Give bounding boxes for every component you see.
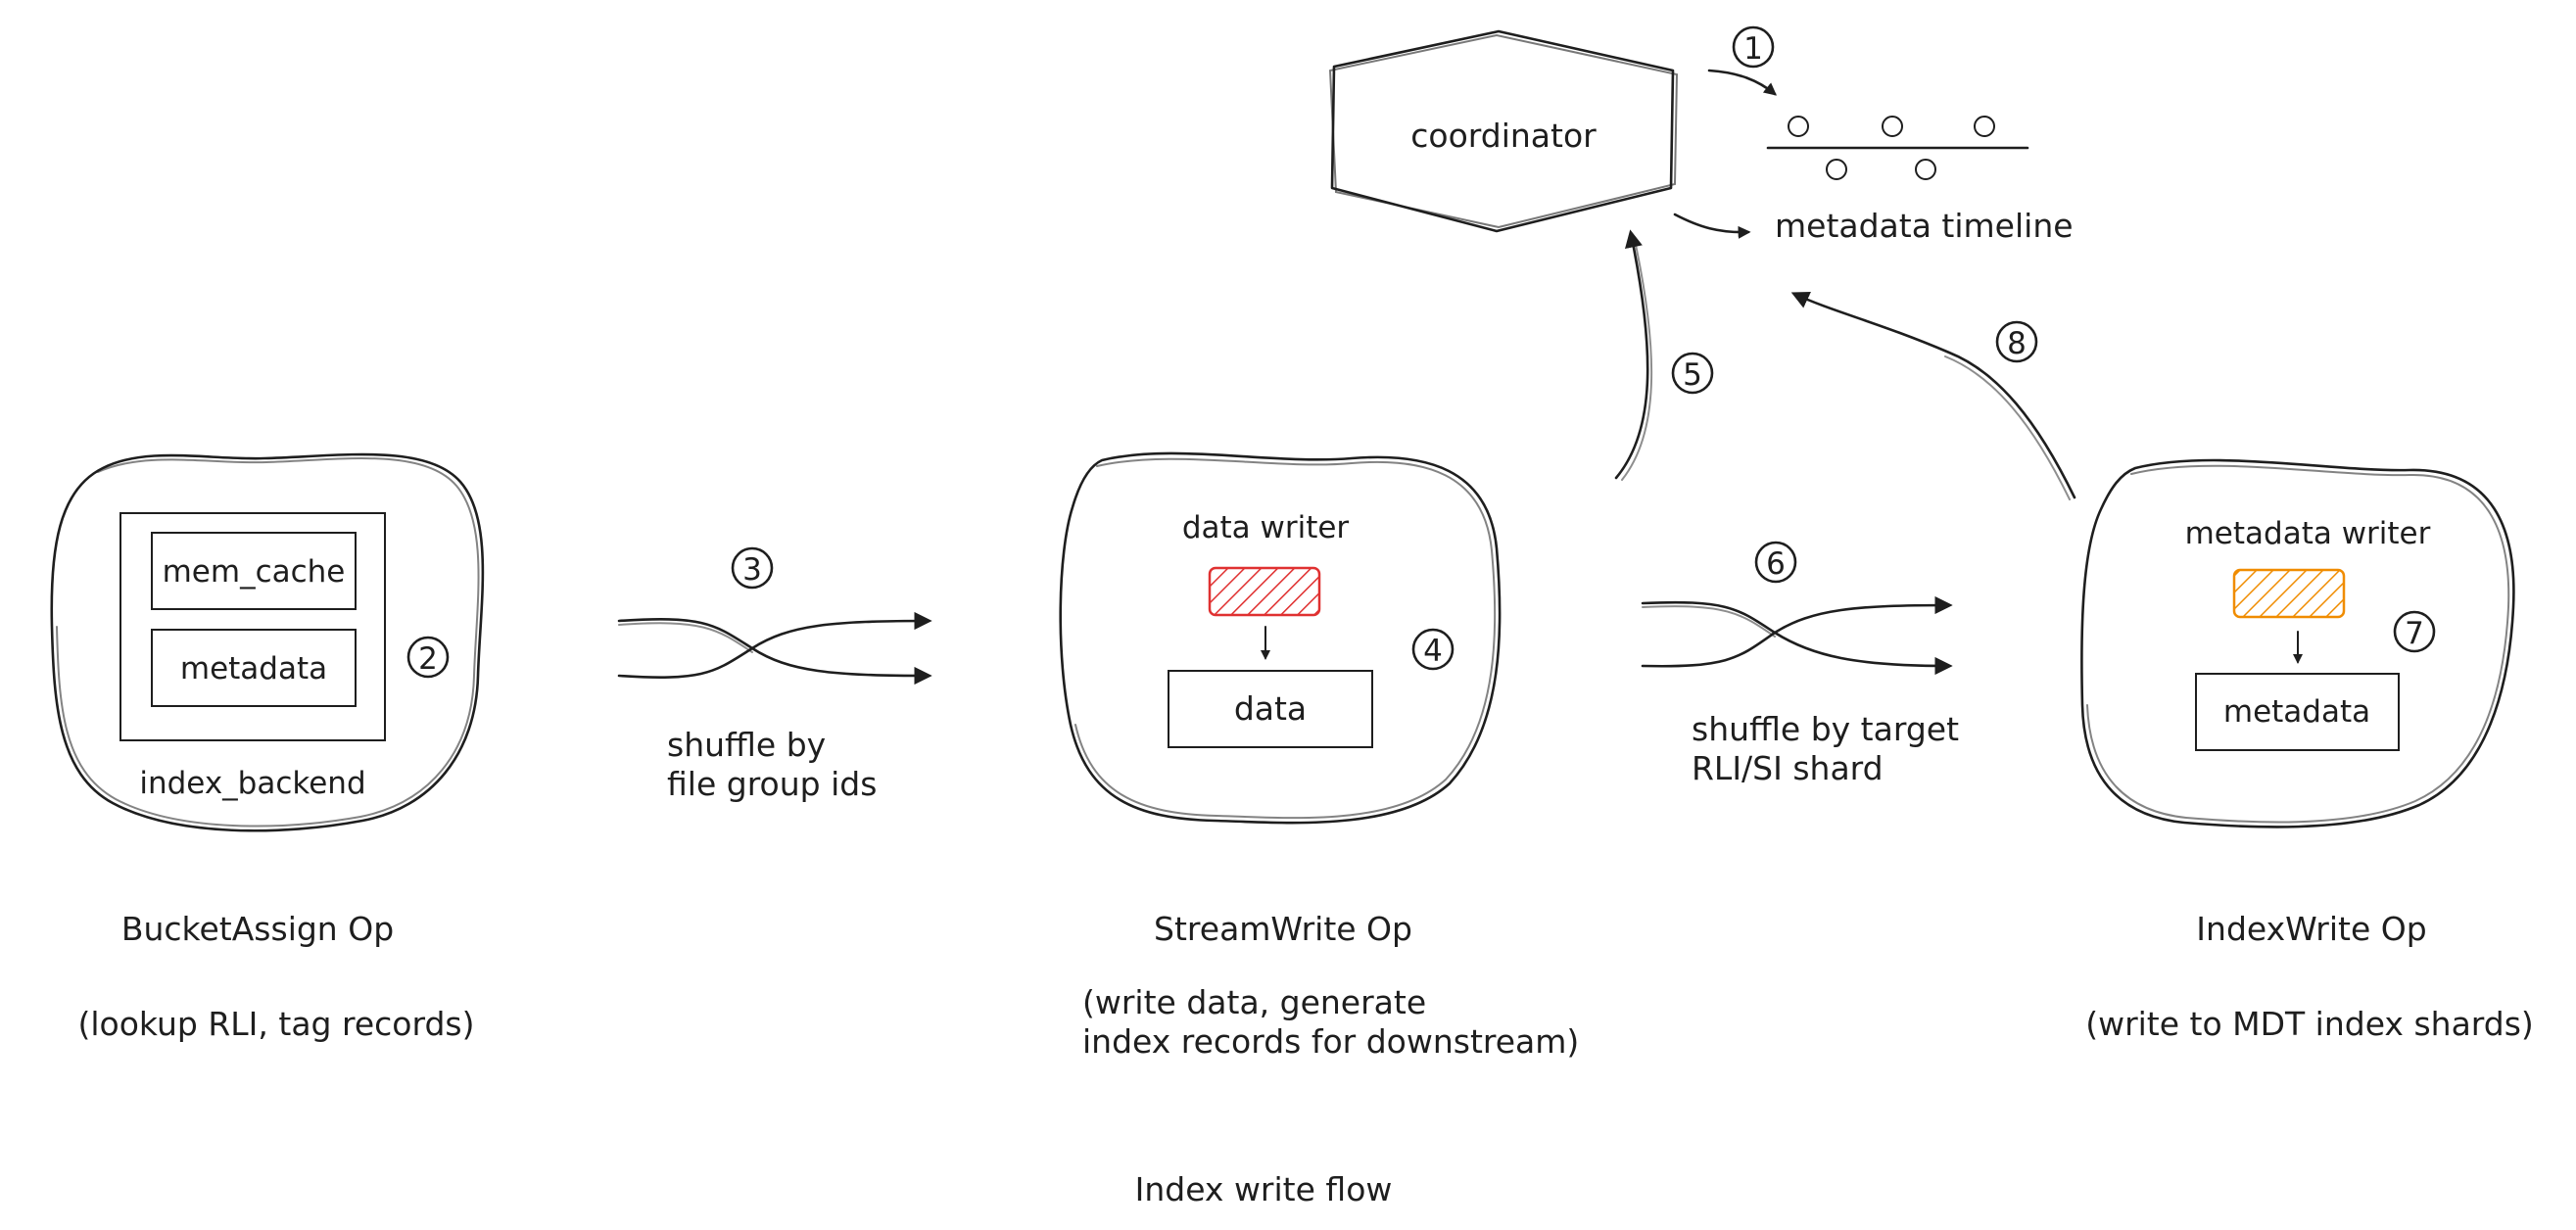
shuffle-by-shard: 6 shuffle by target RLI/SI shard <box>1641 541 1959 787</box>
timeline-dot-3 <box>1974 116 1995 137</box>
index-write-blob <box>2080 458 2515 828</box>
step-1-number: 1 <box>1743 31 1763 67</box>
metadata-timeline: metadata timeline <box>1673 116 2074 245</box>
step-3-marker <box>731 546 774 590</box>
timeline-label: metadata timeline <box>1775 207 2074 245</box>
index-write-title: IndexWrite Op <box>2196 910 2426 948</box>
data-label: data <box>1234 689 1307 728</box>
metadata-writer-label: metadata writer <box>2185 516 2431 551</box>
mdt-metadata-label: metadata <box>2223 694 2370 730</box>
step-6-number: 6 <box>1766 546 1786 582</box>
data-writer-box <box>1208 566 1321 617</box>
bucket-assign-title: BucketAssign Op <box>121 910 394 948</box>
arrow-to-timeline <box>1707 69 1778 96</box>
shuffle-b-line-1: shuffle by target <box>1692 710 1959 748</box>
metadata-box <box>151 629 357 707</box>
step-8-commit-arrow: 8 <box>1790 292 2076 500</box>
step-6-marker <box>1754 541 1797 584</box>
mem-cache-label: mem_cache <box>163 554 346 590</box>
shuffle-a-line-1: shuffle by <box>667 726 826 764</box>
shuffle-a-line-2: file group ids <box>667 765 877 803</box>
mem-cache-box <box>151 532 357 610</box>
bucket-assign-operator: mem_cache metadata index_backend 2 <box>50 452 485 832</box>
step-4-marker <box>1411 628 1455 671</box>
metadata-label: metadata <box>180 651 327 686</box>
step-5-number: 5 <box>1683 357 1702 393</box>
step-2-marker <box>406 636 450 679</box>
metadata-writer-box <box>2232 568 2346 619</box>
data-writer-label: data writer <box>1182 510 1350 545</box>
coordinator-label: coordinator <box>1410 117 1597 155</box>
step-5-commit-arrow: 5 <box>1614 229 1714 481</box>
stream-write-title: StreamWrite Op <box>1154 910 1412 948</box>
step-8-number: 8 <box>2007 326 2027 361</box>
step-7-number: 7 <box>2405 616 2424 651</box>
step-7-marker <box>2393 610 2436 653</box>
step-5-marker <box>1671 352 1714 395</box>
stream-write-description-1: (write data, generate <box>1082 983 1426 1021</box>
index-backend-label: index_backend <box>139 766 365 801</box>
step-4-number: 4 <box>1423 634 1443 669</box>
bucket-assign-blob <box>50 452 485 832</box>
stream-write-operator: data writer data 4 <box>1059 451 1502 825</box>
coordinator-hexagon <box>1330 29 1675 233</box>
bucket-assign-description: (lookup RLI, tag records) <box>78 1005 475 1043</box>
step-3-number: 3 <box>742 552 762 588</box>
timeline-dot-2 <box>1882 116 1903 137</box>
timeline-dot-4 <box>1826 159 1847 180</box>
mdt-metadata-box <box>2195 673 2400 751</box>
step-8-marker <box>1995 320 2038 363</box>
timeline-dot-1 <box>1788 116 1809 137</box>
arrow-to-timeline-label <box>1673 213 1751 239</box>
stream-write-description-2: index records for downstream) <box>1082 1022 1579 1061</box>
index-write-description: (write to MDT index shards) <box>2085 1005 2534 1043</box>
step-2-number: 2 <box>418 641 438 677</box>
shuffle-b-line-2: RLI/SI shard <box>1692 749 1884 787</box>
diagram-caption: Index write flow <box>1135 1170 1393 1208</box>
coordinator-node: coordinator <box>1329 29 1679 233</box>
index-write-operator: metadata writer metadata 7 <box>2080 458 2515 828</box>
index-backend-box <box>119 512 386 741</box>
data-box <box>1168 670 1373 748</box>
timeline-dot-5 <box>1915 159 1936 180</box>
step-1-marker: 1 <box>1732 25 1775 69</box>
stream-write-blob <box>1059 451 1502 825</box>
shuffle-by-file-group: 3 shuffle by file group ids <box>617 546 932 803</box>
